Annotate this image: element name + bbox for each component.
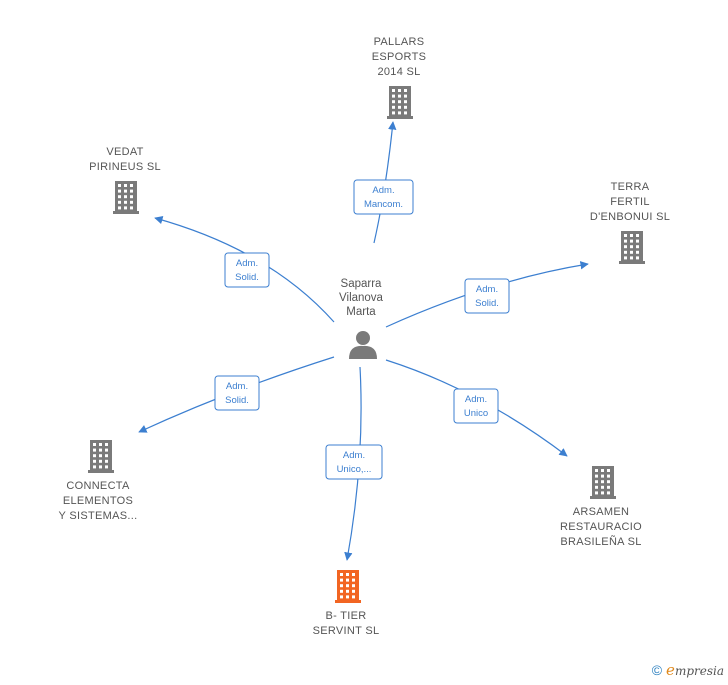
role-label-connecta: Adm. Solid. [214, 375, 260, 411]
building-icon[interactable] [113, 181, 139, 214]
company-name-line[interactable]: FERTIL [610, 196, 650, 208]
building-icon[interactable] [88, 440, 114, 473]
company-name-line[interactable]: Y SISTEMAS... [59, 510, 138, 522]
building-icon[interactable] [619, 231, 645, 264]
role-label-line: Mancom. [364, 199, 403, 210]
edge-labels-layer: Adm. Mancom. Adm. Solid. Adm. Solid. Adm. Solid… [214, 179, 510, 480]
role-label-btier: Adm. Unico,... [325, 444, 383, 480]
role-label-box [453, 388, 499, 424]
role-label-line: Unico,... [337, 464, 372, 475]
role-label-box [353, 179, 414, 215]
company-name-line[interactable]: ELEMENTOS [63, 495, 133, 507]
copyright-symbol: © [651, 662, 663, 678]
role-label-line: Adm. [476, 284, 498, 295]
role-label-vedat: Adm. Solid. [224, 252, 270, 288]
company-name-line[interactable]: CONNECTA [66, 480, 130, 492]
person-name-line: Saparra [341, 278, 383, 290]
brand-name: mpresia [674, 664, 724, 678]
role-label-line: Solid. [235, 272, 259, 283]
role-label-box [224, 252, 270, 288]
company-name-line[interactable]: D'ENBONUI SL [590, 211, 670, 223]
company-name-line[interactable]: ESPORTS [372, 51, 426, 63]
role-label-line: Adm. [465, 394, 487, 405]
brand-e: e [666, 661, 675, 679]
person-name-line: Marta [346, 306, 376, 318]
company-name-line[interactable]: RESTAURACIO [560, 521, 642, 533]
person-name-line: Vilanova [339, 292, 384, 304]
role-label-terra: Adm. Solid. [464, 278, 510, 314]
person-icon [349, 331, 377, 359]
role-label-line: Unico [464, 408, 488, 419]
company-name-line[interactable]: ARSAMEN [573, 506, 630, 518]
company-name-line[interactable]: TERRA [611, 181, 650, 193]
company-name-line[interactable]: PALLARS [374, 36, 425, 48]
empresia-logo: ©empresia [652, 661, 724, 679]
role-label-line: Adm. [372, 185, 394, 196]
building-icon[interactable] [590, 466, 616, 499]
role-label-arsamen: Adm. Unico [453, 388, 499, 424]
role-label-box [214, 375, 260, 411]
company-name-line[interactable]: PIRINEUS SL [89, 161, 161, 173]
company-name-line[interactable]: VEDAT [106, 146, 143, 158]
role-label-box [325, 444, 383, 480]
role-label-line: Adm. [343, 450, 365, 461]
role-label-line: Adm. [226, 381, 248, 392]
role-label-line: Adm. [236, 258, 258, 269]
company-name-line[interactable]: BRASILEÑA SL [560, 535, 641, 548]
role-label-pallars: Adm. Mancom. [353, 179, 414, 215]
company-name-line[interactable]: 2014 SL [377, 66, 420, 78]
role-label-line: Solid. [475, 298, 499, 309]
company-name-line[interactable]: B- TIER [325, 610, 366, 622]
building-icon[interactable] [387, 86, 413, 119]
role-label-line: Solid. [225, 395, 249, 406]
role-label-box [464, 278, 510, 314]
building-icon[interactable] [335, 570, 361, 603]
company-name-line[interactable]: SERVINT SL [313, 625, 380, 637]
